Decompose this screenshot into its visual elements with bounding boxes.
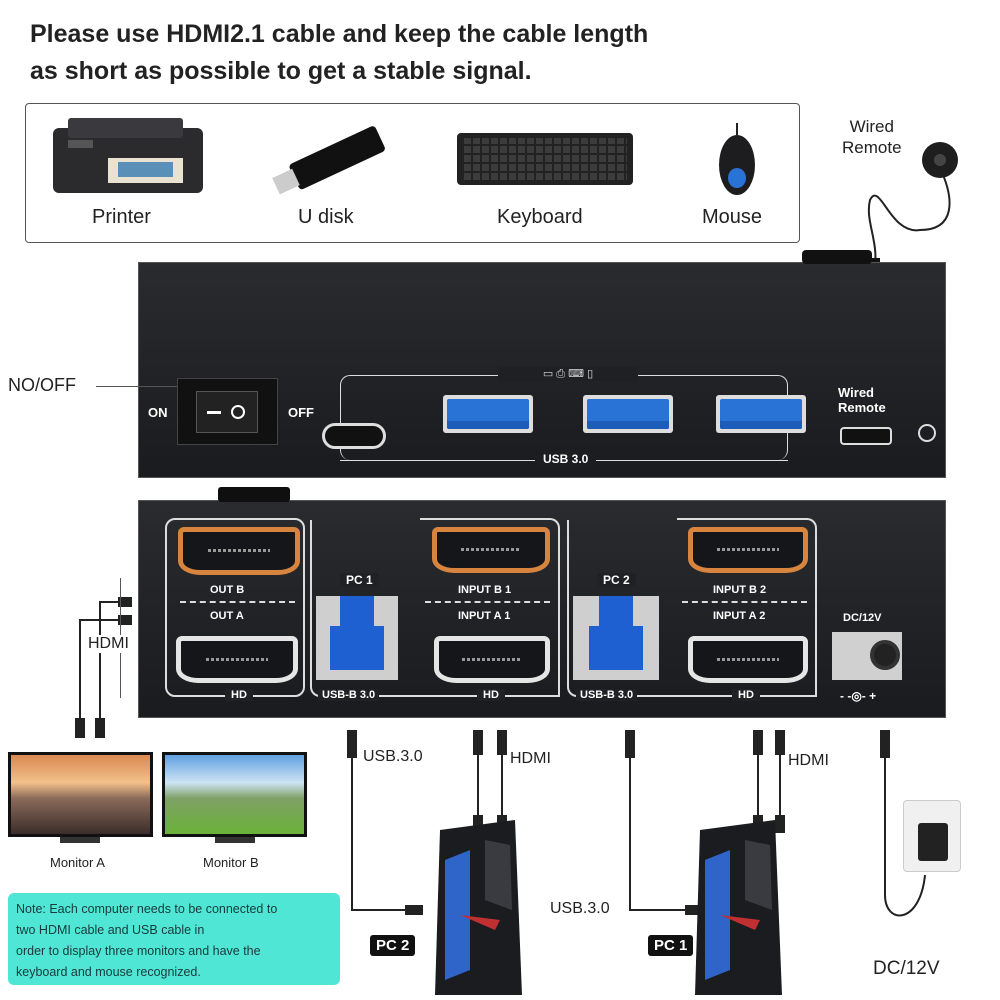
usb-b-pc2-port[interactable] bbox=[573, 596, 659, 680]
hdmi-cable-label-1: HDMI bbox=[510, 750, 551, 767]
usb-device-icons: ▭ ⎙ ⌨ ▯ bbox=[498, 367, 638, 381]
heading-line: as short as possible to get a stable sig… bbox=[30, 57, 532, 85]
monitor-b bbox=[162, 752, 307, 837]
wired-remote-port[interactable] bbox=[840, 427, 892, 445]
pc2-label: PC 2 bbox=[597, 573, 636, 587]
note-box: Note: Each computer needs to be connecte… bbox=[8, 893, 340, 985]
note-line: Note: Each computer needs to be connecte… bbox=[16, 902, 278, 916]
dc-adapter-label: DC/12V bbox=[873, 958, 940, 979]
keyboard-icon bbox=[457, 133, 633, 185]
input-b1-label: INPUT B 1 bbox=[458, 584, 512, 596]
monitor-stand bbox=[215, 837, 255, 843]
monitor-b-label: Monitor B bbox=[203, 855, 259, 870]
usb-a-port-3[interactable] bbox=[716, 395, 806, 433]
monitor-a-label: Monitor A bbox=[50, 855, 105, 870]
hdmi-input-b1-port[interactable] bbox=[432, 527, 550, 573]
label-line: Remote bbox=[838, 400, 886, 415]
note-line: order to display three monitors and have… bbox=[16, 944, 261, 958]
mouse-icon bbox=[719, 123, 755, 195]
hdmi-out-b-port[interactable] bbox=[178, 527, 300, 575]
label-line: Remote bbox=[842, 138, 902, 157]
usb-a-port-1[interactable] bbox=[443, 395, 533, 433]
out-b-label: OUT B bbox=[210, 584, 245, 596]
hdmi-input-b2-port[interactable] bbox=[688, 527, 808, 573]
divider bbox=[425, 601, 550, 603]
pc2-group-frame bbox=[567, 520, 817, 697]
note-line: keyboard and mouse recognized. bbox=[16, 965, 201, 979]
usb-cable-label-1: USB.3.0 bbox=[363, 748, 423, 765]
peripheral-label-keyboard: Keyboard bbox=[497, 206, 583, 228]
input-b2-label: INPUT B 2 bbox=[713, 584, 767, 596]
polarity-symbol: - -◎- + bbox=[840, 689, 877, 703]
divider bbox=[180, 601, 295, 603]
usb-b-pc1-port[interactable] bbox=[316, 596, 398, 680]
peripherals-box bbox=[25, 103, 800, 243]
dc-power-jack[interactable] bbox=[832, 632, 902, 680]
label-line: Wired bbox=[838, 385, 874, 400]
off-label: OFF bbox=[288, 405, 314, 420]
knob bbox=[802, 250, 872, 264]
usb-drive-icon bbox=[272, 126, 385, 195]
bottom-cables bbox=[347, 730, 926, 917]
hdmi-cable-label-2: HDMI bbox=[788, 752, 829, 769]
instruction-heading: Please use HDMI2.1 cable and keep the ca… bbox=[30, 16, 648, 90]
hd-label: HD bbox=[225, 689, 253, 701]
leader-line bbox=[96, 386, 178, 387]
peripheral-label-printer: Printer bbox=[92, 206, 151, 228]
pc1-hdmi-frame bbox=[420, 518, 560, 697]
out-a-label: OUT A bbox=[210, 610, 244, 622]
input-a2-label: INPUT A 2 bbox=[713, 610, 766, 622]
hd-label: HD bbox=[477, 689, 505, 701]
hdmi-label-left: HDMI bbox=[88, 635, 129, 653]
usb-3-label: USB 3.0 bbox=[535, 452, 597, 466]
pc2-hdmi-frame bbox=[677, 518, 817, 697]
hd-label: HD bbox=[732, 689, 760, 701]
peripheral-label-udisk: U disk bbox=[298, 206, 354, 228]
hdmi-out-a-port[interactable] bbox=[176, 636, 298, 683]
printer-icon bbox=[53, 118, 203, 193]
usb-b-label: USB-B 3.0 bbox=[318, 689, 380, 701]
label-line: Wired bbox=[849, 117, 894, 136]
pc-tower-icon bbox=[695, 820, 782, 995]
hdmi-cables-monitors bbox=[75, 597, 132, 738]
pc2-badge: PC 2 bbox=[370, 935, 416, 956]
usb-a-port-2[interactable] bbox=[583, 395, 673, 433]
power-outlet-adapter bbox=[903, 800, 961, 872]
heading-line: Please use HDMI2.1 cable and keep the ca… bbox=[30, 20, 649, 48]
usb-b-label: USB-B 3.0 bbox=[576, 689, 638, 701]
pc1-badge: PC 1 bbox=[648, 935, 694, 956]
remote-symbol-icon bbox=[918, 424, 936, 442]
knob bbox=[218, 487, 290, 502]
pc1-group-frame bbox=[310, 520, 560, 697]
usb-cable-label-2: USB.3.0 bbox=[550, 900, 610, 917]
peripheral-label-mouse: Mouse bbox=[702, 206, 763, 228]
monitor-a bbox=[8, 752, 153, 837]
dc-label: DC/12V bbox=[843, 612, 882, 624]
power-switch-label: NO/OFF bbox=[8, 375, 76, 395]
input-a1-label: INPUT A 1 bbox=[458, 610, 511, 622]
monitor-stand bbox=[60, 837, 100, 843]
hdmi-input-a2-port[interactable] bbox=[688, 636, 808, 683]
divider bbox=[682, 601, 807, 603]
note-line: two HDMI cable and USB cable in bbox=[16, 923, 205, 937]
on-label: ON bbox=[148, 405, 168, 420]
power-switch[interactable] bbox=[177, 378, 278, 445]
usb-c-port[interactable] bbox=[322, 423, 386, 449]
hdmi-input-a1-port[interactable] bbox=[434, 636, 550, 683]
pc1-label: PC 1 bbox=[340, 573, 379, 587]
pc-tower-icon bbox=[435, 820, 522, 995]
